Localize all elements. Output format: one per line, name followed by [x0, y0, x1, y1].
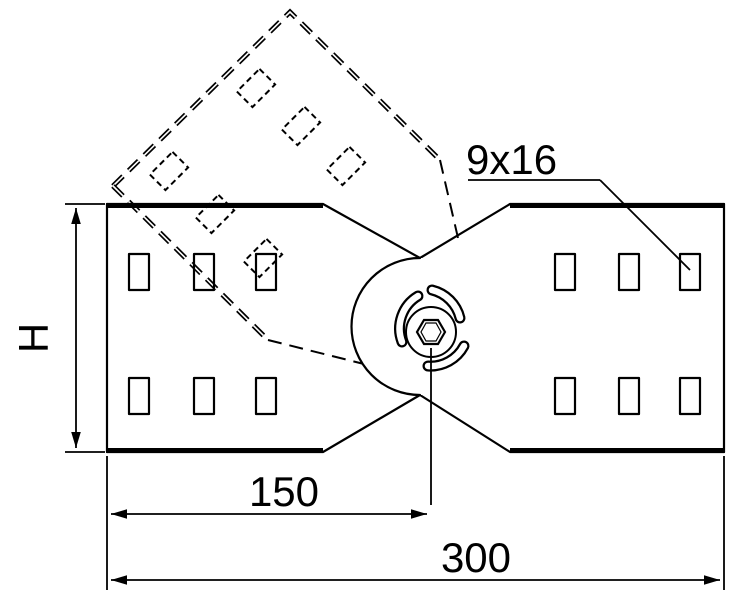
full-width-label: 300 [441, 534, 511, 581]
hinge [350, 256, 470, 397]
rotated-plate-slots [148, 67, 367, 279]
full-width-dimension [111, 456, 725, 590]
height-label: H [10, 323, 57, 353]
left-plate [105, 202, 422, 454]
height-dimension [65, 203, 105, 453]
left-plate-slots [127, 252, 278, 416]
right-plate-slots [553, 252, 702, 416]
hinge-curved-slots [394, 284, 470, 372]
right-plate [418, 202, 726, 454]
half-width-label: 150 [249, 468, 319, 515]
rotated-plate-dashed-outline [111, 8, 459, 367]
slot-size-leader [468, 179, 691, 271]
half-width-dimension [106, 348, 432, 590]
slot-size-label: 9x16 [466, 136, 557, 183]
